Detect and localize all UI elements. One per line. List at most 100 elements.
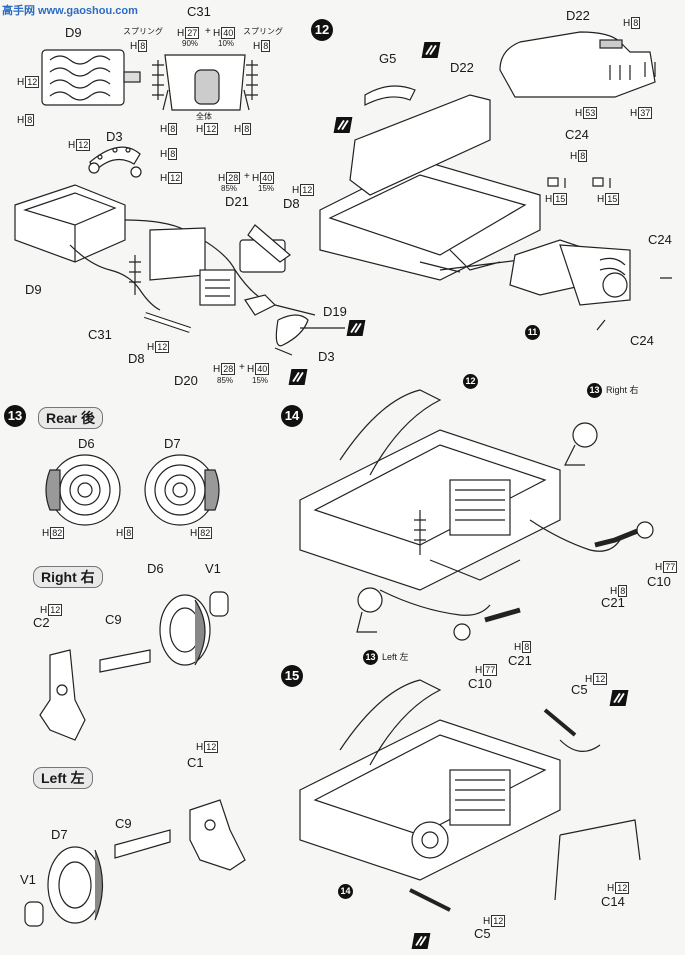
pct-90: 90% — [182, 39, 199, 48]
cement-icon — [346, 320, 366, 336]
part-c9-a: C9 — [105, 612, 122, 627]
step-14-badge: 14 — [281, 405, 303, 427]
part-d8-b: D8 — [128, 351, 145, 366]
part-c2: C2 — [33, 615, 50, 630]
paint-plus-bot: + — [239, 362, 245, 373]
spring-label-right: スプリング — [243, 27, 283, 36]
part-d9-b: D9 — [25, 282, 42, 297]
chassis-12 — [319, 85, 672, 331]
part-d7-b: D7 — [51, 827, 68, 842]
cement-icon — [288, 369, 308, 385]
left-hub-assembly — [24, 799, 246, 927]
left-ref-label: Left 左 — [382, 652, 409, 662]
d22-cover-detail — [499, 31, 656, 98]
part-c1: C1 — [187, 755, 204, 770]
step-12-badge: 12 — [311, 19, 333, 41]
part-d6-a: D6 — [78, 436, 95, 451]
pct-85-bot: 85% — [217, 376, 234, 385]
part-d7-a: D7 — [164, 436, 181, 451]
pct-15-bot: 15% — [252, 376, 269, 385]
chassis-14 — [299, 389, 654, 641]
chassis-15 — [299, 679, 641, 912]
part-d6-b: D6 — [147, 561, 164, 576]
part-c5-b: C5 — [474, 926, 491, 941]
part-g5: G5 — [379, 51, 397, 66]
c31-suspension-detail — [152, 54, 258, 111]
paint-plus-c31: + — [205, 26, 211, 37]
pct-85-top: 85% — [221, 184, 238, 193]
part-c31-b: C31 — [88, 327, 112, 342]
part-c21-a: C21 — [601, 595, 625, 610]
step-13-ref-right-badge: 13 — [587, 383, 602, 398]
step-13-badge: 13 — [4, 405, 26, 427]
d9-radiator-detail — [41, 49, 141, 106]
part-d19: D19 — [323, 304, 347, 319]
part-v1-a: V1 — [205, 561, 221, 576]
spring-label-left: スプリング — [123, 27, 163, 36]
part-d20: D20 — [174, 373, 198, 388]
part-c21-b: C21 — [508, 653, 532, 668]
part-d9-top: D9 — [65, 25, 82, 40]
right-ref-label: Right 右 — [606, 385, 639, 395]
step-11-ref-badge: 11 — [525, 325, 540, 340]
watermark: 高手网 www.gaoshou.com — [2, 5, 138, 17]
part-c10-a: C10 — [647, 574, 671, 589]
cement-icon — [411, 933, 431, 949]
step-12-ref-badge: 12 — [463, 374, 478, 389]
chassis-rear-11 — [14, 184, 345, 356]
part-c14: C14 — [601, 894, 625, 909]
step-14-ref-badge: 14 — [338, 884, 353, 899]
cement-icon — [421, 42, 441, 58]
rear-header: Rear 後 — [38, 407, 104, 429]
part-c24-a: C24 — [565, 127, 589, 142]
part-d3-b: D3 — [318, 349, 335, 364]
part-d22-a: D22 — [450, 60, 474, 75]
step-15-badge: 15 — [281, 665, 303, 687]
cement-icon — [609, 690, 629, 706]
part-d3-top: D3 — [106, 129, 123, 144]
pct-15-top: 15% — [258, 184, 275, 193]
rear-wheels-13 — [45, 454, 220, 526]
pct-10: 10% — [218, 39, 235, 48]
part-c10-b: C10 — [468, 676, 492, 691]
part-v1-b: V1 — [20, 872, 36, 887]
part-d21: D21 — [225, 194, 249, 209]
part-c24-c: C24 — [630, 333, 654, 348]
zentai-label: 全体 — [196, 112, 212, 121]
right-header: Right 右 — [33, 566, 103, 588]
part-c5-a: C5 — [571, 682, 588, 697]
part-c24-b: C24 — [648, 232, 672, 247]
part-d22-b: D22 — [566, 8, 590, 23]
part-d8-a: D8 — [283, 196, 300, 211]
